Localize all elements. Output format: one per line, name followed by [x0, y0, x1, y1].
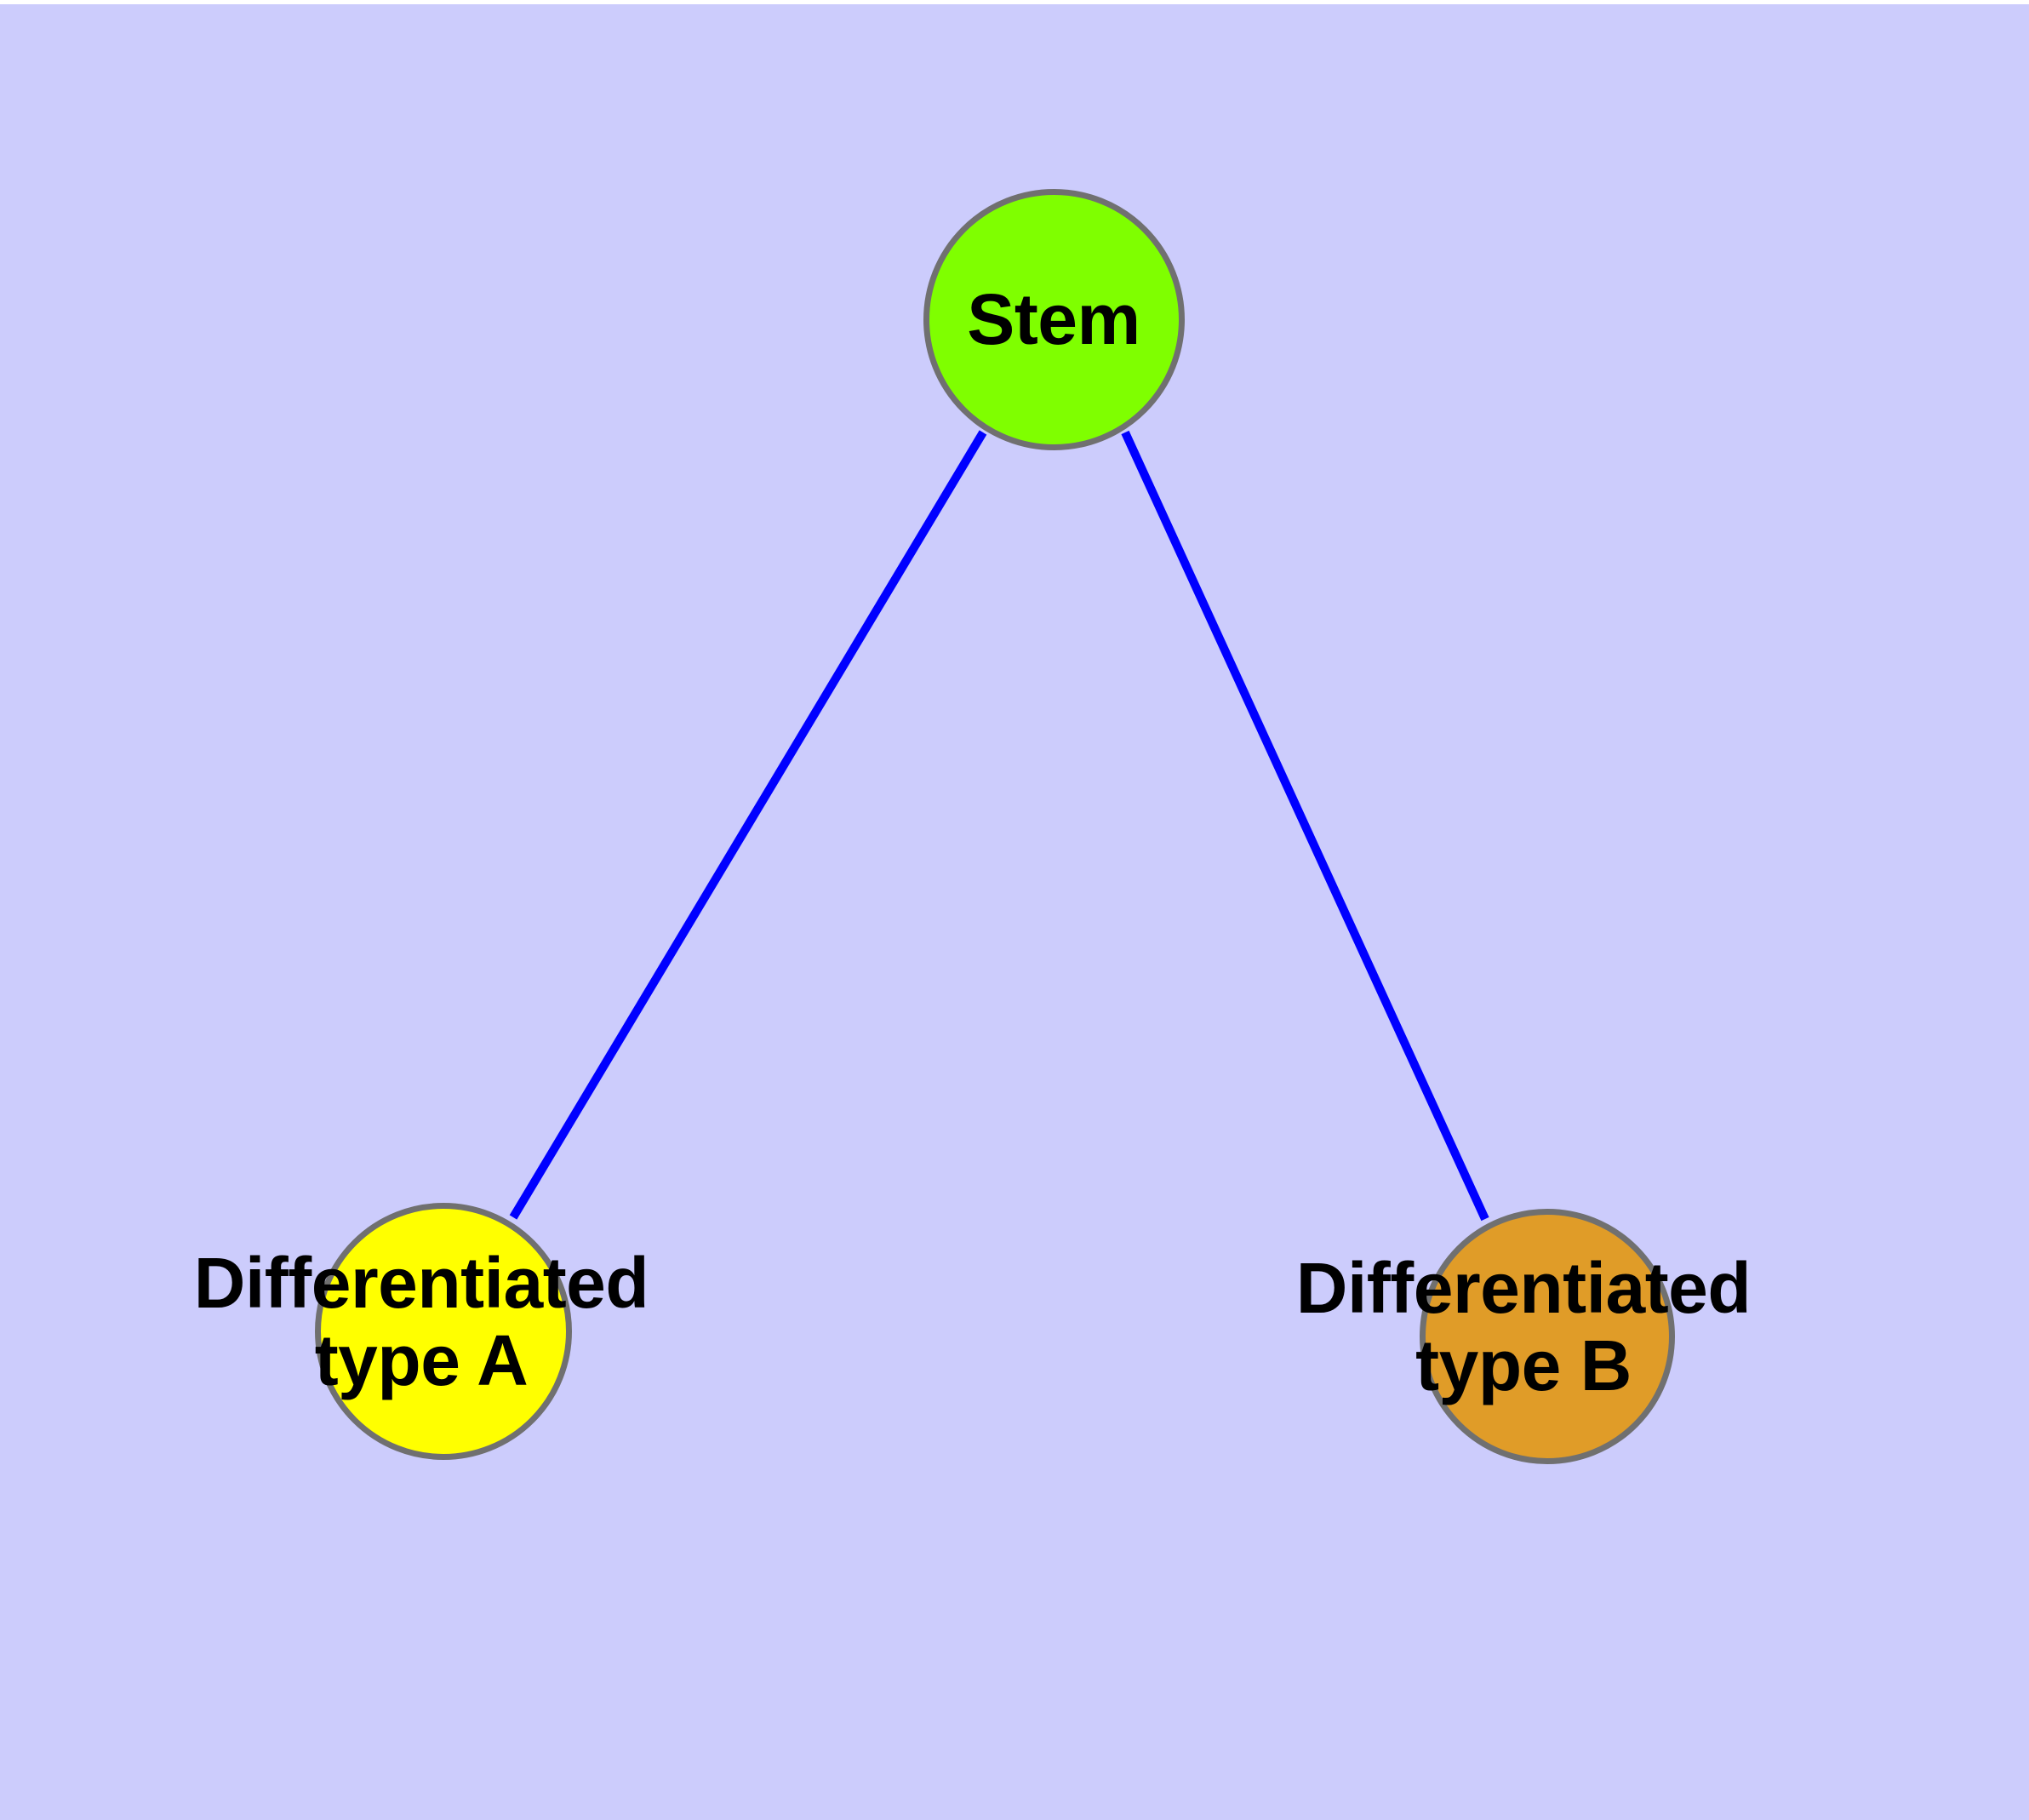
node-differentiated-type-b[interactable]	[1420, 1209, 1675, 1464]
canvas-top-edge-strip	[0, 0, 2029, 4]
node-differentiated-type-a[interactable]	[315, 1203, 572, 1460]
node-stem[interactable]	[923, 189, 1185, 450]
edge-stem-to-differentiated-type-b	[1121, 430, 1489, 1222]
edge-stem-to-differentiated-type-a	[509, 430, 987, 1220]
